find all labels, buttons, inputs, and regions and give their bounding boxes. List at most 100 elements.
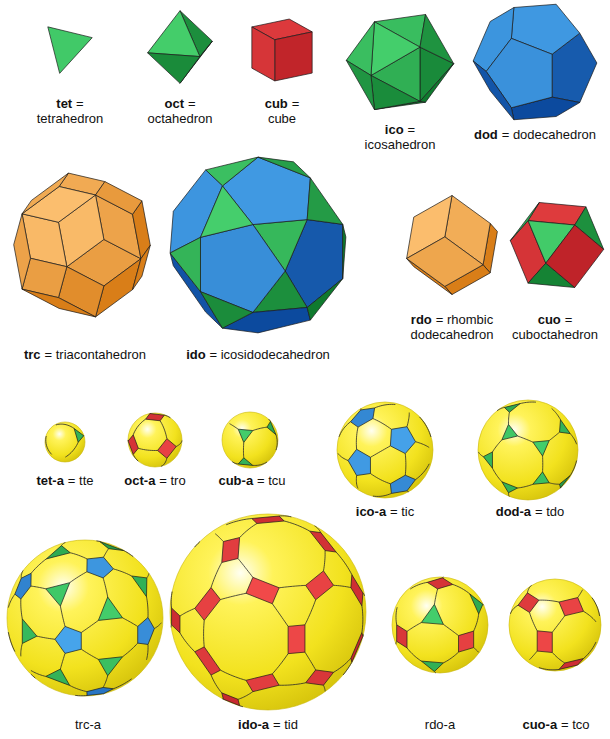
vertex-cap <box>533 441 549 456</box>
edge-arc <box>520 402 536 404</box>
polyhedron-caption: cub-a= tcu <box>207 474 297 489</box>
polyhedron-name: = dodecahedron <box>502 127 596 142</box>
polyhedron-caption: ido= icosidodecahedron <box>168 348 348 363</box>
edge-arc <box>361 606 363 633</box>
vertex-cap <box>348 449 370 475</box>
polyhedron-code: ico <box>385 122 404 137</box>
vertex-cap <box>397 625 407 648</box>
edge-arc <box>370 446 390 457</box>
edge-arc <box>542 456 543 472</box>
edge-arc <box>195 542 200 548</box>
edge-arc <box>230 424 239 430</box>
polyhedron-caption: dod-a = tdo <box>480 505 580 520</box>
truncated-sphere <box>7 540 163 696</box>
truncated-sphere <box>45 422 85 462</box>
edge-arc <box>552 652 564 663</box>
polyhedron-name: = tid <box>273 717 298 732</box>
polyhedron-name: = tdo <box>535 504 564 519</box>
truncated-sphere <box>128 413 182 467</box>
edge-arc <box>220 593 246 599</box>
edge-arc <box>211 562 222 587</box>
polyhedron-name: = tte <box>68 473 94 488</box>
polyhedron-name: = tro <box>159 473 185 488</box>
sphere-ground <box>45 422 85 462</box>
edge-arc <box>407 648 421 661</box>
polyhedron-face <box>252 27 275 81</box>
polyhedron-face <box>275 32 312 81</box>
polyhedron-code: cub <box>265 96 288 111</box>
edge-arc <box>154 623 161 629</box>
polyhedron-caption: cuo-a= tco <box>508 718 604 733</box>
polyhedron-code: cub-a <box>218 473 253 488</box>
sphere-ground <box>170 514 366 710</box>
vertex-cap <box>238 429 253 442</box>
vertex-cap <box>351 575 363 606</box>
edge-arc <box>508 412 510 424</box>
edge-arc <box>492 440 501 452</box>
polyhedron-code: dod-a <box>496 504 531 519</box>
vertex-cap <box>252 516 285 523</box>
edge-arc <box>578 590 583 598</box>
edge-arc <box>434 589 437 604</box>
polyhedron-code: tet <box>56 96 72 111</box>
polyhedron-caption: tet-a= tte <box>15 474 115 489</box>
vertex-cap <box>74 429 84 443</box>
edge-arc <box>570 461 576 476</box>
vertex-cap <box>100 541 124 550</box>
truncated-sphere <box>392 577 488 673</box>
edge-arc <box>96 540 99 542</box>
edge-arc <box>133 419 145 435</box>
polyhedron-code: cuo-a <box>522 717 557 732</box>
edge-arc <box>176 441 182 447</box>
edge-arc <box>339 422 350 437</box>
edge-arc <box>31 670 46 676</box>
edge-arc <box>419 417 430 437</box>
edge-arc <box>272 604 288 627</box>
polyhedron-code: dod <box>474 127 498 142</box>
vertex-cap <box>222 538 240 563</box>
edge-arc <box>180 608 195 616</box>
edge-arc <box>133 454 138 461</box>
polyhedron-caption: oct= octahedron <box>140 97 220 127</box>
edge-arc <box>70 553 87 559</box>
vertex-cap <box>560 476 571 488</box>
vertex-cap <box>98 597 122 620</box>
polyhedron-face <box>258 157 310 178</box>
polyhedron <box>14 173 151 317</box>
vertex-cap <box>421 604 443 624</box>
polyhedron-face <box>200 186 252 237</box>
polyhedron-name: rdo-a <box>425 717 455 732</box>
truncated-sphere <box>170 514 366 710</box>
edge-arc <box>113 569 131 576</box>
vertex-cap <box>533 472 549 484</box>
vertex-cap <box>132 576 147 597</box>
polyhedron-face <box>48 27 92 74</box>
edge-arc <box>407 413 409 427</box>
edge-arc <box>549 432 559 440</box>
sphere-ground <box>478 400 578 500</box>
polyhedron-face <box>22 173 68 214</box>
polyhedron-caption: rdo= rhombic dodecahedron <box>397 313 507 343</box>
edge-arc <box>171 592 173 608</box>
vertex-cap <box>87 687 114 695</box>
polyhedron-face <box>420 14 454 63</box>
edge-arc <box>530 651 538 660</box>
truncated-sphere <box>337 402 433 498</box>
edge-arc <box>104 549 109 558</box>
polyhedron <box>252 19 312 81</box>
edge-arc <box>443 652 458 663</box>
edge-arc <box>407 623 421 632</box>
edge-arc <box>31 559 46 573</box>
edge-arc <box>113 679 131 689</box>
polyhedron-caption: cuo= cuboctahedron <box>505 313 605 343</box>
edge-arc <box>396 607 397 625</box>
edge-arc <box>240 706 243 707</box>
edge-arc <box>75 695 87 696</box>
edge-arc <box>527 585 531 592</box>
vertex-cap <box>427 578 452 589</box>
vertex-cap <box>470 594 483 614</box>
edge-arc <box>123 643 138 657</box>
polyhedron-code: ido <box>186 347 206 362</box>
